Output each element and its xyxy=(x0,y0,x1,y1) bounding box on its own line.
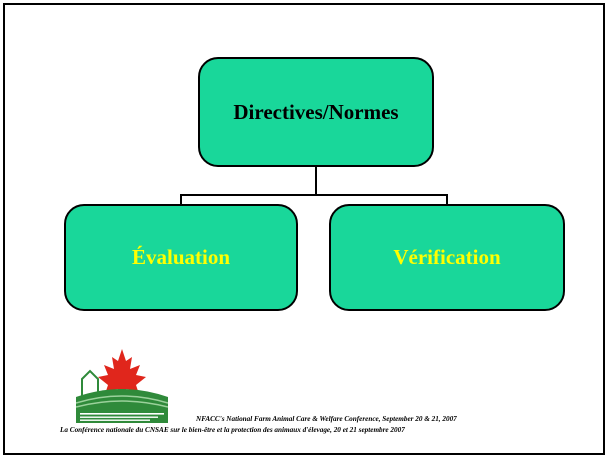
node-verification: Vérification xyxy=(329,204,565,311)
node-label-right: Vérification xyxy=(393,245,501,269)
footer-line-1: NFACC's National Farm Animal Care & Welf… xyxy=(196,415,457,423)
footer-line-2: La Conférence nationale du CNSAE sur le … xyxy=(60,426,405,434)
maple-leaf-icon xyxy=(98,349,146,399)
node-label-top: Directives/Normes xyxy=(233,99,399,124)
node-label-left: Évaluation xyxy=(131,245,231,269)
connector-vertical-top xyxy=(315,167,317,195)
node-directives-normes: Directives/Normes xyxy=(198,57,434,167)
connector-vertical-right xyxy=(446,194,448,205)
connector-horizontal xyxy=(180,194,448,196)
connector-vertical-left xyxy=(180,194,182,205)
node-evaluation: Évaluation xyxy=(64,204,298,311)
nfacc-logo xyxy=(76,347,168,423)
